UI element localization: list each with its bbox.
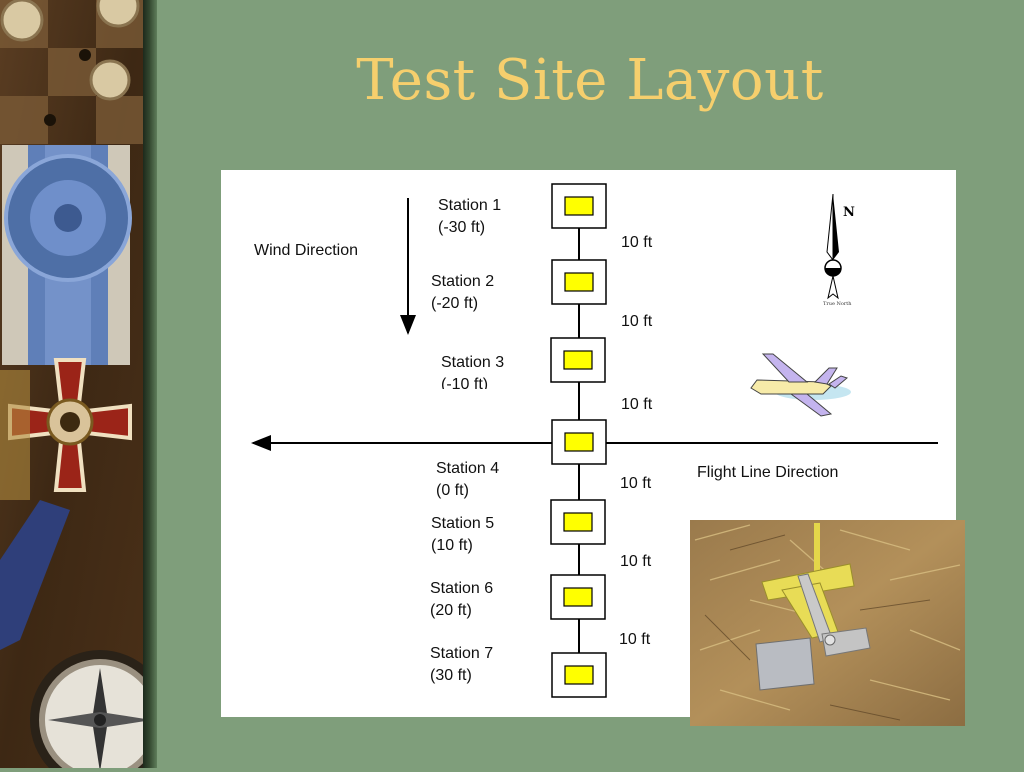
station-marker [551, 259, 607, 305]
station-offset: (-20 ft) [431, 295, 479, 312]
station-offset: (30 ft) [430, 667, 472, 684]
station-marker [550, 337, 606, 383]
station-photo [690, 520, 965, 726]
spacing-label: 10 ft [621, 396, 653, 413]
spacing-label: 10 ft [620, 475, 652, 492]
station-offset: (0 ft) [436, 482, 469, 499]
station-name: Station 1 [438, 197, 502, 214]
airplane-icon [750, 353, 851, 417]
slide-title: Test Site Layout [356, 48, 824, 113]
station-marker [551, 183, 607, 229]
station-marker [551, 419, 607, 465]
wind-direction-label: Wind Direction [254, 242, 359, 259]
station-marker [550, 499, 606, 545]
spacing-label: 10 ft [620, 553, 652, 570]
station-name: Station 6 [430, 580, 494, 597]
station-offset: (-30 ft) [438, 219, 486, 236]
station-name: Station 4 [436, 460, 500, 477]
site-layout-diagram: N True North Wind Direction Flight Line … [221, 170, 956, 717]
spacing-label: 10 ft [621, 313, 653, 330]
station-marker [551, 652, 607, 698]
station-offset: (20 ft) [430, 602, 472, 619]
north-label: N [843, 205, 855, 220]
station-name: Station 5 [431, 515, 495, 532]
north-arrow-icon [824, 193, 842, 300]
station-marker [550, 574, 606, 620]
true-north-label: True North [823, 301, 852, 307]
station-offset: (-10 ft) [441, 376, 489, 389]
station-offset: (10 ft) [431, 537, 473, 554]
strip-shadow [143, 0, 157, 768]
station-name: Station 7 [430, 645, 494, 662]
decorative-left-strip [0, 0, 170, 772]
flight-line-direction-label: Flight Line Direction [697, 464, 839, 481]
spacing-label: 10 ft [621, 234, 653, 251]
station-name: Station 3 [441, 354, 505, 371]
station-name: Station 2 [431, 273, 495, 290]
spacing-label: 10 ft [619, 631, 651, 648]
